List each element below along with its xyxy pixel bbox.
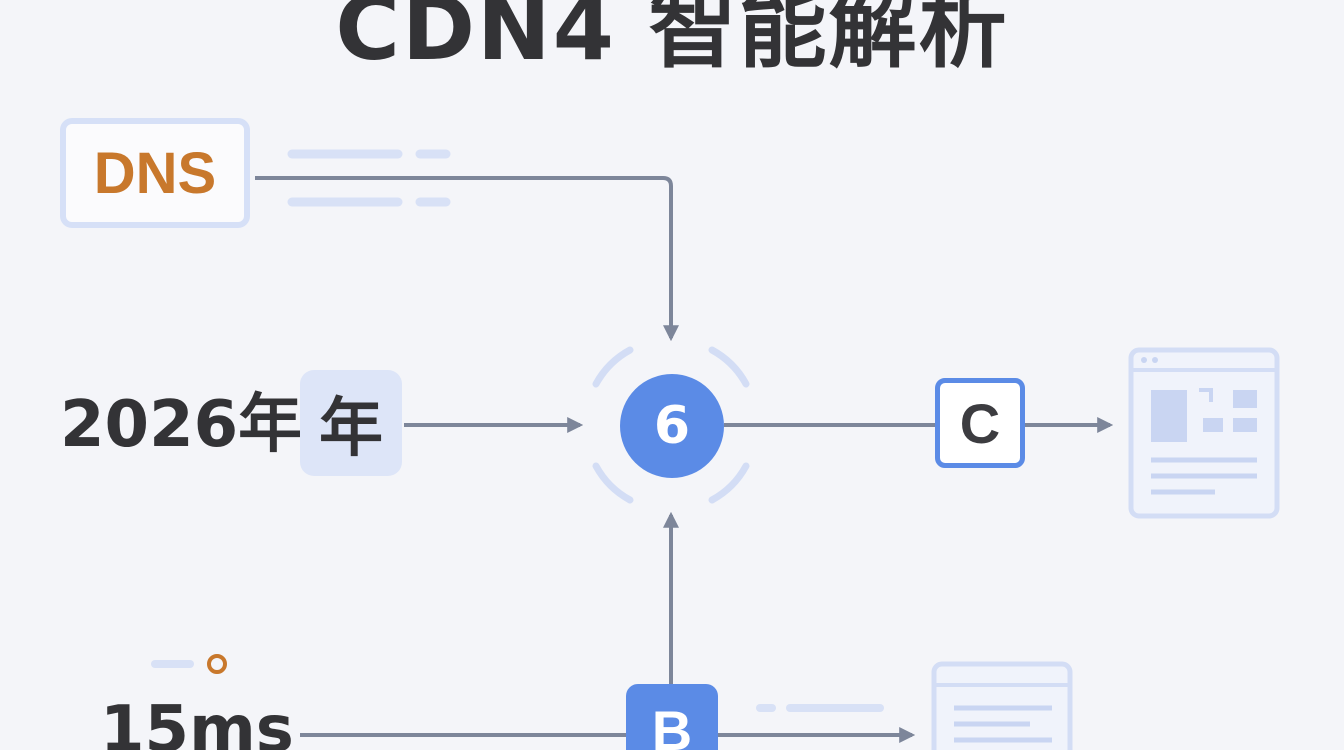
webpage-icon: [1128, 347, 1280, 519]
dns-label: DNS: [93, 140, 217, 206]
connector-dns-to-hub: [255, 176, 679, 342]
year-chip: 年: [300, 370, 402, 476]
hub-node: 6: [620, 374, 724, 478]
dns-decor-lines: [287, 149, 451, 207]
latency-label: 15ms: [100, 693, 294, 750]
node-c: C: [935, 378, 1025, 468]
year-label: 2026年: [60, 388, 303, 462]
node-b: B: [626, 684, 718, 750]
latency-marker: [151, 654, 227, 674]
diagram-title: CDN4 智能解析: [335, 0, 1009, 80]
document-icon: [931, 661, 1073, 750]
dns-box: DNS: [60, 118, 250, 228]
dashed-ring-icon: [592, 346, 750, 504]
